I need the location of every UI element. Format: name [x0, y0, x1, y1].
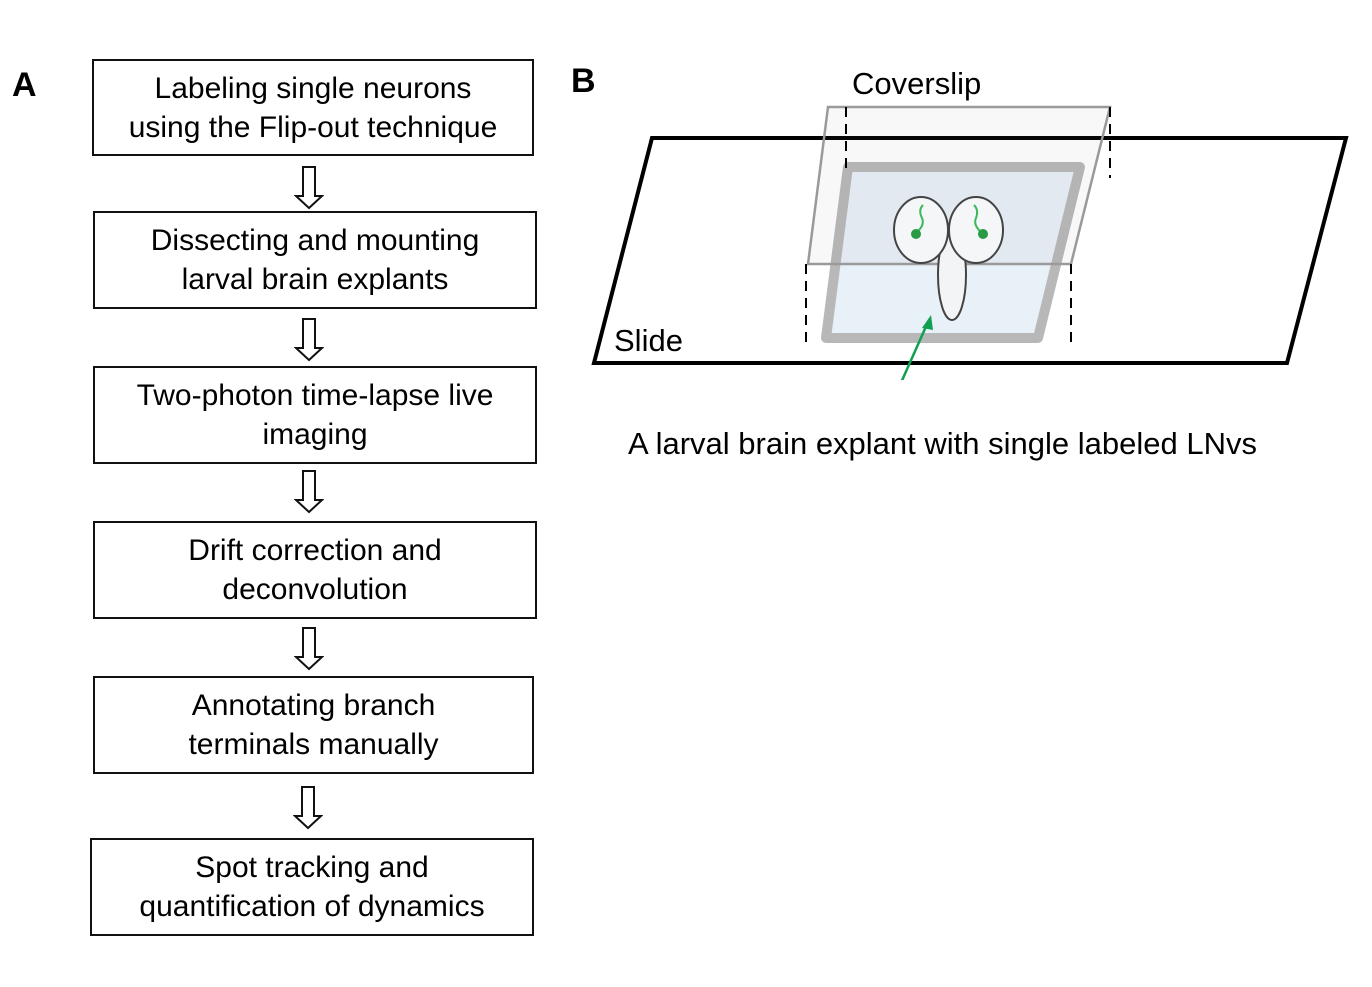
panel-b-label: B: [571, 62, 596, 100]
down-arrow-icon: [294, 318, 324, 362]
step-box-spot-tracking: Spot tracking and quantification of dyna…: [90, 838, 534, 936]
pointer-arrow: [900, 321, 930, 380]
down-arrow-icon: [294, 470, 324, 514]
slide-label: Slide: [614, 323, 683, 358]
step-text: Two-photon time-lapse live imaging: [136, 379, 494, 451]
down-arrow-icon: [293, 786, 323, 830]
step-box-dissecting: Dissecting and mounting larval brain exp…: [93, 211, 537, 309]
panel-a-label: A: [12, 66, 37, 104]
slide-outline: [591, 136, 1349, 365]
step-box-imaging: Two-photon time-lapse live imaging: [93, 366, 537, 464]
step-text: Drift correction and deconvolution: [188, 534, 442, 606]
slide-mount-diagram: [591, 105, 1349, 380]
down-arrow-icon: [294, 627, 324, 671]
step-text: Labeling single neurons using the Flip-o…: [128, 71, 498, 144]
coverslip-label: Coverslip: [852, 66, 982, 101]
explant-caption: A larval brain explant with single label…: [628, 426, 1257, 461]
step-box-drift-correction: Drift correction and deconvolution: [93, 521, 537, 619]
step-text: Annotating branch terminals manually: [188, 689, 439, 761]
step-box-labeling: Labeling single neurons using the Flip-o…: [92, 59, 534, 156]
step-box-annotating: Annotating branch terminals manually: [93, 676, 534, 774]
down-arrow-icon: [294, 166, 324, 210]
pointer-arrowhead: [922, 315, 933, 330]
larval-brain-icon: [893, 196, 1004, 321]
step-text: Spot tracking and quantification of dyna…: [139, 851, 485, 923]
step-text: Dissecting and mounting larval brain exp…: [150, 224, 480, 296]
